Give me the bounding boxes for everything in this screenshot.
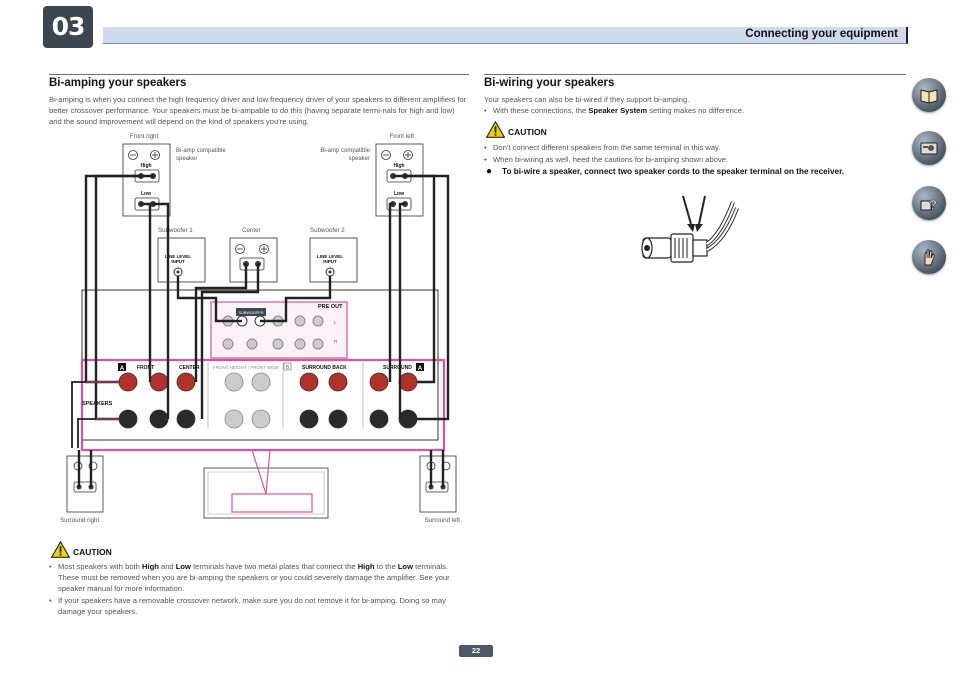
pre-out-block — [210, 301, 348, 359]
section-rule-left — [49, 74, 469, 75]
list-item: Don't connect different speakers from th… — [484, 142, 904, 153]
bi-wiring-title: Bi-wiring your speakers — [484, 77, 615, 89]
step-bullet-icon: ● — [486, 166, 493, 177]
surround-right-speaker — [66, 455, 104, 513]
high-label: High — [393, 163, 404, 169]
subwoofer-2-label: Subwoofer 2 — [310, 227, 345, 234]
header-title: Connecting your equipment — [745, 28, 898, 40]
svg-text:INPUT: INPUT — [171, 259, 185, 264]
caution-heading-right: CAUTION — [486, 121, 547, 138]
svg-text:SUBWOOFER: SUBWOOFER — [239, 311, 264, 315]
svg-text:?: ? — [929, 197, 937, 212]
center-label: Center — [242, 227, 261, 234]
svg-text:B: B — [286, 365, 290, 371]
badge-a-left — [118, 363, 126, 371]
list-item: When bi-wiring as well, heed the caution… — [484, 154, 904, 165]
list-item: If your speakers have a removable crosso… — [49, 595, 469, 617]
page-number: 22 — [459, 645, 493, 657]
center-terminal-label: CENTER — [179, 365, 200, 371]
high-label: High — [140, 163, 151, 169]
biamp-right-label-1: Bi-amp compatible — [176, 148, 226, 154]
front-terminal-label: FRONT — [137, 365, 154, 371]
badge-b — [283, 362, 292, 371]
bi-amping-intro: Bi-amping is when you connect the high f… — [49, 95, 467, 126]
surround-back-label: SURROUND BACK — [302, 365, 347, 371]
bi-wiring-intro: Your speakers can also be bi-wired if th… — [484, 95, 690, 104]
caution-icon — [486, 121, 505, 138]
caution-list-left: Most speakers with both High and Low ter… — [49, 561, 469, 617]
svg-text:A: A — [120, 366, 125, 372]
subwoofer-1: LINE LEVEL INPUT — [157, 237, 206, 283]
subwoofer-2: LINE LEVEL INPUT — [309, 237, 358, 283]
low-label: Low — [141, 191, 151, 197]
subwoofer-chip — [236, 308, 266, 316]
list-item: With these connections, the Speaker Syst… — [484, 105, 904, 116]
front-height-label: FRONT HEIGHT / FRONT WIDE — [213, 365, 279, 370]
front-left-speaker: High Low — [375, 143, 424, 217]
surround-right-label: Surround right — [60, 517, 99, 524]
biamp-left-label-1: Bi-amp compatible — [320, 148, 370, 154]
bi-amping-title: Bi-amping your speakers — [49, 77, 187, 89]
caution-icon — [51, 541, 70, 558]
center-speaker — [229, 237, 278, 283]
surround-terminal-label: SURROUND — [383, 365, 412, 371]
surround-left-speaker — [419, 455, 457, 513]
bi-wire-terminal-illustration — [641, 195, 739, 263]
front-right-label: Front right — [130, 133, 158, 140]
speaker-cables — [71, 174, 450, 487]
biamp-left-label-2: speaker — [349, 156, 370, 162]
header-bar: Connecting your equipment — [103, 27, 908, 44]
bi-amp-wiring-diagram: Front right Front left Bi-amp compatible… — [60, 133, 461, 524]
caution-heading-left: CAUTION — [51, 541, 112, 558]
receiver-icon[interactable] — [912, 131, 946, 165]
svg-text:LINE LEVEL: LINE LEVEL — [165, 254, 191, 259]
book-icon[interactable] — [912, 78, 946, 112]
bi-wiring-note: With these connections, the Speaker Syst… — [484, 105, 904, 117]
bi-wire-step: ● To bi-wire a speaker, connect two spea… — [486, 166, 845, 177]
speakers-label: SPEAKERS — [82, 401, 113, 407]
svg-text:R: R — [334, 339, 338, 344]
pre-out-label: PRE OUT — [318, 304, 343, 310]
subwoofer-1-label: Subwoofer 1 — [158, 227, 193, 234]
question-icon[interactable]: ? — [912, 186, 946, 220]
svg-text:LINE LEVEL: LINE LEVEL — [317, 254, 343, 259]
list-item: Most speakers with both High and Low ter… — [49, 561, 469, 594]
surround-left-label: Surround left — [425, 517, 461, 524]
biamp-right-label-2: speaker — [176, 156, 197, 162]
svg-text:A: A — [418, 366, 423, 372]
svg-text:INPUT: INPUT — [323, 259, 337, 264]
hand-icon[interactable] — [912, 240, 946, 274]
svg-text:L: L — [334, 320, 337, 325]
chapter-number: 03 — [43, 6, 93, 48]
caution-list-right: Don't connect different speakers from th… — [484, 142, 904, 165]
badge-a-right — [416, 363, 424, 371]
speaker-terminals-highlight — [80, 358, 446, 452]
low-label: Low — [394, 191, 404, 197]
section-rule-right — [484, 74, 906, 75]
front-left-label: Front left — [390, 133, 415, 140]
